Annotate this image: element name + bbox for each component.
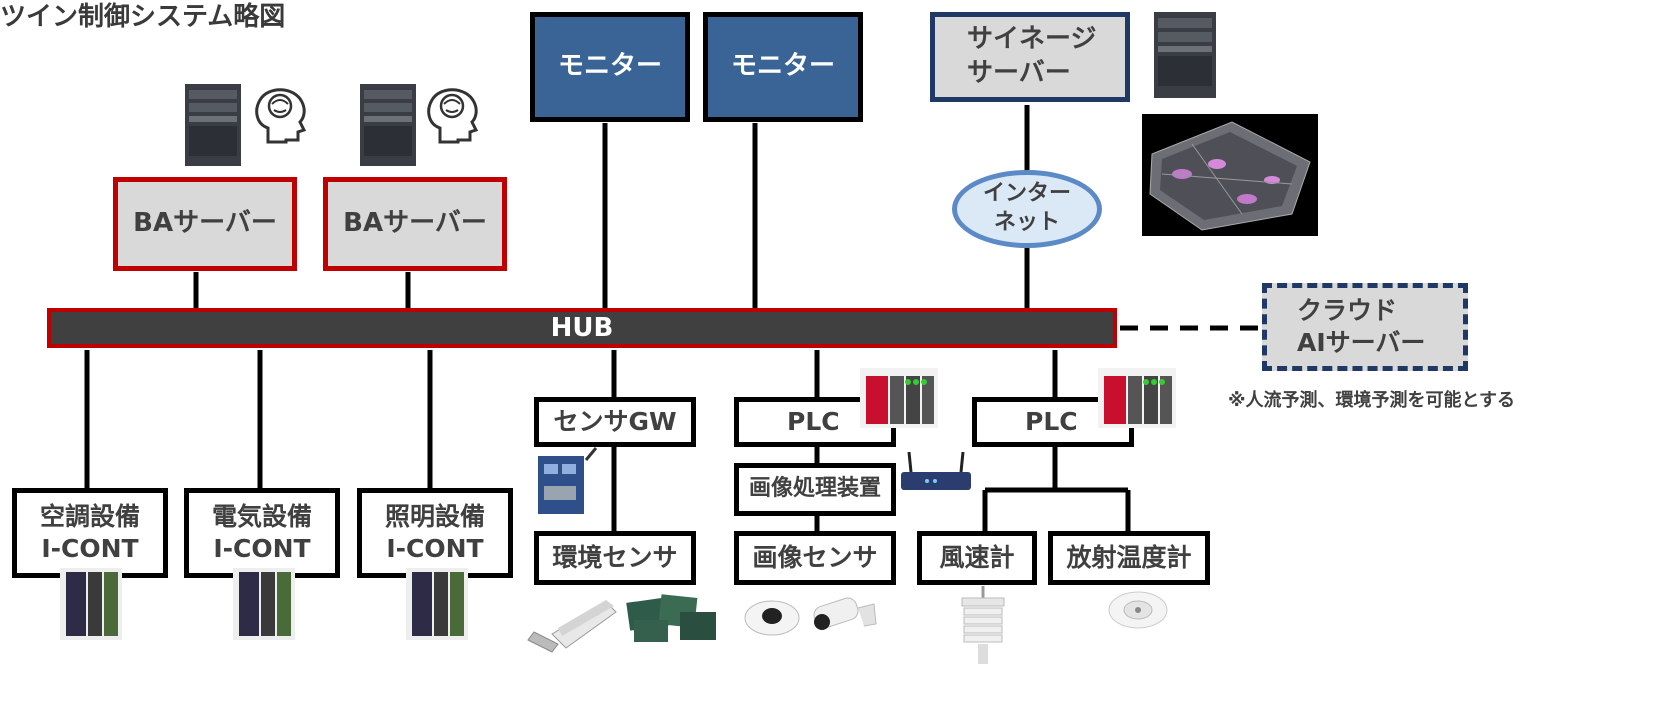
equipment-box-lighting: 照明設備 I-CONT — [357, 488, 513, 578]
signage-server-box: サイネージ サーバー — [930, 12, 1130, 102]
plc-module-icon — [860, 368, 938, 428]
ceiling-sensor-icon — [1108, 591, 1168, 629]
tower-server-icon — [360, 84, 416, 166]
tower-server-icon — [1154, 12, 1216, 98]
gateway-device-icon — [538, 447, 598, 514]
diagram-title: ツイン制御システム略図 — [0, 2, 286, 32]
brain-head-icon — [255, 88, 307, 144]
equipment-controller: I-CONT — [386, 534, 484, 563]
image-sensor-box: 画像センサ — [734, 531, 896, 585]
dome-camera-icon — [744, 600, 800, 636]
sensor-boards-icon — [626, 594, 716, 642]
radiation-thermometer-box: 放射温度計 — [1048, 531, 1210, 585]
equipment-name: 電気設備 — [211, 501, 312, 531]
ba-server-box-2: BAサーバー — [323, 177, 507, 271]
3d-building-model-icon — [1142, 114, 1318, 236]
env-sensor-box: 環境センサ — [534, 531, 696, 585]
internet-cloud: インター ネット — [952, 170, 1102, 248]
equipment-box-hvac: 空調設備 I-CONT — [12, 488, 168, 578]
ba-server-box-1: BAサーバー — [113, 177, 297, 271]
sensor-gw-box: センサGW — [534, 397, 696, 447]
cloud-note: ※人流予測、環境予測を可能とする — [1228, 390, 1515, 411]
cloud-ai-server-box: クラウド AIサーバー — [1262, 283, 1468, 371]
tower-server-icon — [185, 84, 241, 166]
monitor-box-1: モニター — [530, 12, 690, 122]
router-icon — [901, 451, 971, 490]
controller-icon — [406, 568, 468, 640]
equipment-name: 照明設備 — [384, 501, 485, 531]
image-processor-box: 画像処理装置 — [734, 463, 896, 516]
plc-module-icon — [1098, 368, 1176, 428]
controller-icon — [60, 568, 122, 640]
controller-icon — [233, 568, 295, 640]
equipment-controller: I-CONT — [213, 534, 311, 563]
usb-sensor-icon — [527, 600, 617, 653]
bullet-camera-icon — [813, 597, 877, 630]
brain-head-icon — [427, 88, 479, 144]
hub-bar: HUB — [47, 308, 1117, 348]
monitor-box-2: モニター — [703, 12, 863, 122]
anemometer-box: 風速計 — [917, 531, 1037, 585]
equipment-controller: I-CONT — [41, 534, 139, 563]
equipment-name: 空調設備 — [39, 501, 140, 531]
weather-station-icon — [961, 586, 1005, 664]
equipment-box-electrical: 電気設備 I-CONT — [184, 488, 340, 578]
